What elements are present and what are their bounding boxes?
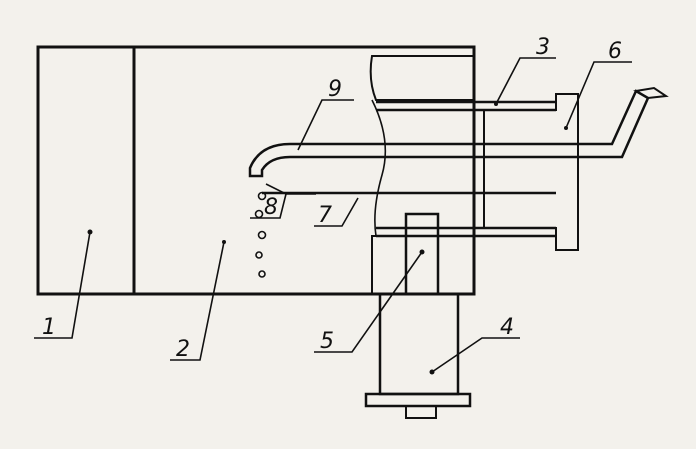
label-9: 9	[328, 77, 342, 102]
leader-2	[170, 241, 225, 361]
label-7: 7	[318, 203, 332, 228]
part-8-droplets	[254, 191, 267, 278]
pipe-end	[633, 86, 669, 100]
actuator-foot	[405, 405, 437, 419]
label-1: 1	[42, 315, 56, 340]
label-3: 3	[536, 35, 550, 60]
leader-1	[34, 231, 91, 339]
leader-5	[314, 251, 423, 353]
leader-lines	[34, 57, 632, 373]
droplet	[258, 270, 266, 278]
leader-8b	[250, 193, 287, 219]
part-2-chamber	[132, 45, 476, 296]
leader-7	[314, 197, 359, 227]
leader-9	[297, 99, 354, 151]
leader-6	[565, 61, 632, 129]
upper-wall-section	[369, 55, 475, 101]
label-2: 2	[176, 337, 190, 362]
leader-4	[431, 337, 520, 373]
droplet	[257, 230, 267, 240]
droplet	[257, 191, 267, 201]
label-5: 5	[320, 329, 334, 354]
leader-3	[495, 57, 556, 105]
label-8: 8	[264, 195, 278, 220]
break-line	[371, 99, 387, 237]
droplet	[255, 251, 263, 259]
label-6: 6	[608, 39, 622, 64]
label-4: 4	[500, 315, 514, 340]
part-6-flange	[483, 93, 579, 251]
part-9-pipe	[248, 89, 650, 178]
